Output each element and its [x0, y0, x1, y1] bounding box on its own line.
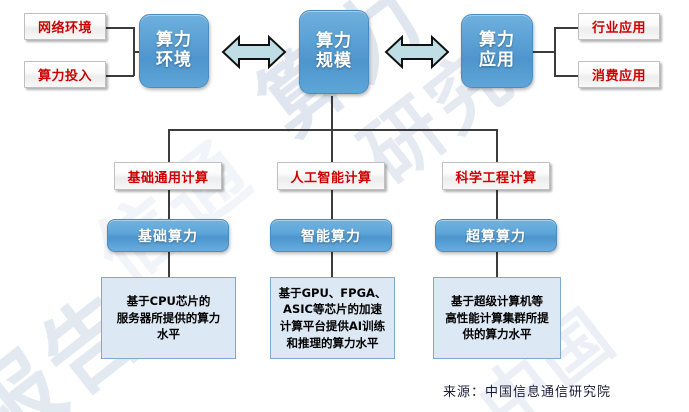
pillar-line-2: 规模: [316, 51, 352, 71]
power-pill-label: 超算算力: [466, 228, 526, 245]
pillar-node-compute-scale[interactable]: 算力 规模: [299, 10, 369, 94]
category-chip-general-computing[interactable]: 基础通用计算: [114, 162, 222, 190]
power-pill-label: 基础算力: [138, 228, 198, 245]
connector-scientific-pill-to-desc: [496, 252, 498, 277]
connector-branch-drop-scientific: [496, 129, 498, 162]
connector-ai-pill-to-desc: [331, 252, 333, 277]
input-chip-label: 算力投入: [37, 69, 92, 84]
arrow-environment-scale: [221, 33, 287, 75]
connector-industry-application-stub: [554, 27, 582, 29]
description-box-ai-computing: 基于GPU、FPGA、 ASIC等芯片的加速 计算平台提供AI训练 和推理的算力…: [270, 277, 395, 359]
connector-compute-investment-stub: [106, 75, 134, 77]
category-chip-label: 科学工程计算: [455, 170, 537, 186]
output-chip-industry-application[interactable]: 行业应用: [578, 13, 660, 40]
pillar-node-compute-application[interactable]: 算力 应用: [461, 14, 533, 88]
connector-branch-drop-general: [168, 129, 170, 162]
description-line: 和推理的算力水平: [286, 335, 379, 350]
power-pill-basic-computing-power[interactable]: 基础算力: [107, 219, 229, 252]
pillar-line-2: 环境: [156, 50, 192, 70]
input-chip-network-environment[interactable]: 网络环境: [24, 13, 106, 40]
description-line: 水平: [157, 327, 180, 342]
description-box-general-computing: 基于CPU芯片的 服务器所提供的算力 水平: [101, 277, 236, 359]
description-box-scientific-engineering-computing: 基于超级计算机等 高性能计算集群所提 供的算力水平: [433, 277, 561, 359]
connector-consumer-application-stub: [554, 75, 582, 77]
pillar-line-1: 算力: [479, 30, 515, 51]
connector-distribution-bar: [168, 129, 498, 131]
description-line: 供的算力水平: [462, 327, 532, 342]
description-line: 服务器所提供的算力: [116, 310, 221, 325]
connector-ai-chip-to-pill: [331, 190, 333, 219]
connector-branch-drop-ai: [331, 129, 333, 162]
connector-general-chip-to-pill: [168, 190, 170, 219]
description-line: 计算平台提供AI训练: [279, 319, 386, 333]
connector-general-pill-to-desc: [168, 252, 170, 277]
category-chip-ai-computing[interactable]: 人工智能计算: [277, 162, 385, 190]
connector-network-environment-stub: [106, 27, 134, 29]
source-attribution: 来源：中国信息通信研究院: [443, 385, 612, 400]
description-line: 基于超级计算机等: [451, 293, 543, 308]
connector-right-bracket-from-node: [533, 51, 555, 53]
input-chip-label: 网络环境: [37, 21, 92, 36]
connector-scientific-chip-to-pill: [496, 190, 498, 219]
power-pill-intelligent-computing-power[interactable]: 智能算力: [270, 219, 392, 252]
output-chip-label: 行业应用: [591, 21, 646, 36]
output-chip-label: 消费应用: [591, 69, 646, 84]
category-chip-label: 人工智能计算: [290, 170, 372, 186]
power-pill-supercomputing-power[interactable]: 超算算力: [435, 219, 557, 252]
pillar-node-compute-environment[interactable]: 算力 环境: [139, 14, 209, 88]
pillar-line-2: 应用: [479, 50, 515, 70]
description-line: 高性能计算集群所提: [445, 310, 549, 325]
description-line: ASIC等芯片的加速: [283, 302, 382, 317]
description-line: 基于GPU、FPGA、: [278, 285, 387, 300]
input-chip-compute-investment[interactable]: 算力投入: [24, 61, 106, 88]
arrow-scale-application: [384, 33, 450, 75]
pillar-line-1: 算力: [156, 30, 192, 51]
description-line: 基于CPU芯片的: [126, 293, 211, 308]
pillar-line-1: 算力: [316, 31, 352, 52]
output-chip-consumer-application[interactable]: 消费应用: [578, 61, 660, 88]
connector-scale-trunk: [331, 96, 333, 130]
power-pill-label: 智能算力: [301, 228, 361, 245]
category-chip-label: 基础通用计算: [127, 170, 209, 186]
category-chip-scientific-engineering-computing[interactable]: 科学工程计算: [442, 162, 550, 190]
connector-right-bracket-spine: [554, 27, 556, 76]
